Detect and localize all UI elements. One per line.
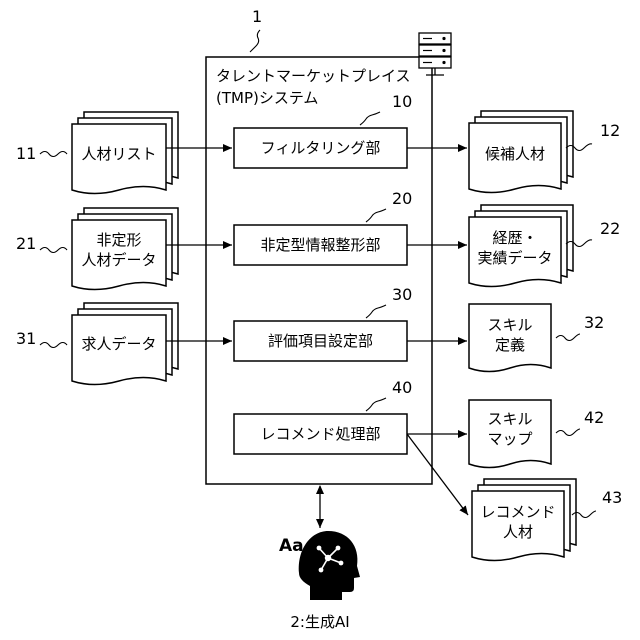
input-doc-unstructured-ref: 21 [16,234,36,253]
processor-evaluation-label: 評価項目設定部 [268,332,373,350]
output-doc-skill-definition-ref: 32 [584,313,604,332]
input-doc-unstructured: 非定形 人材データ 21 [16,208,178,290]
output-doc-skill-map: スキル マップ 42 [469,400,604,468]
output-doc-recommended: レコメンド 人材 43 [472,479,622,561]
input-doc-talent-list-leader [40,152,67,157]
output-doc-skill-definition-line1: スキル [487,316,532,334]
input-doc-talent-list-label: 人材リスト [81,145,156,163]
output-doc-skill-map-line1: スキル [487,410,532,428]
processor-filtering-ref: 10 [392,92,412,111]
processor-evaluation-ref: 30 [392,285,412,304]
processor-unstructured-ref: 20 [392,189,412,208]
input-doc-talent-list: 人材リスト 11 [16,112,178,194]
processor-unstructured-label: 非定型情報整形部 [260,236,380,254]
input-doc-job-data-label: 求人データ [81,335,156,353]
input-doc-job-data-ref: 31 [16,329,36,348]
input-doc-unstructured-line1: 非定形 [96,231,141,249]
system-title-line2: (TMP)システム [216,89,318,107]
output-doc-skill-map-line2: マップ [487,430,532,448]
output-doc-recommended-line1: レコメンド [480,503,555,521]
output-doc-skill-definition-leader [556,334,580,341]
output-doc-skill-map-leader [556,429,580,436]
ai-glyph: Aa [279,536,304,556]
output-doc-career-ref: 22 [600,219,620,238]
output-doc-skill-definition: スキル 定義 32 [469,304,604,372]
brain-head-icon: Aa [279,531,360,600]
input-doc-job-data: 求人データ 31 [16,303,178,385]
ai-label: 2:生成AI [290,613,349,631]
input-doc-job-data-leader [40,343,67,348]
output-doc-recommended-line2: 人材 [503,523,533,541]
processor-filtering-label: フィルタリング部 [261,139,381,157]
system-ref-leader [250,30,260,52]
input-doc-unstructured-leader [40,248,67,253]
output-doc-candidates-ref: 12 [600,121,620,140]
output-doc-candidates: 候補人材 12 [469,111,620,193]
output-doc-career-line1: 経歴・ [492,229,537,247]
output-doc-career: 経歴・ 実績データ 22 [469,205,620,287]
processor-recommend-label: レコメンド処理部 [260,425,380,443]
input-doc-unstructured-line2: 人材データ [81,251,156,269]
system-title-line1: タレントマーケットプレイス [216,67,411,85]
processor-recommend-ref: 40 [392,378,412,397]
output-doc-career-line2: 実績データ [477,249,552,267]
output-doc-recommended-ref: 43 [602,488,622,507]
input-doc-talent-list-ref: 11 [16,144,36,163]
output-doc-skill-definition-line2: 定義 [495,336,525,354]
output-doc-skill-map-ref: 42 [584,408,604,427]
output-doc-candidates-label: 候補人材 [485,145,545,163]
system-ref: 1 [252,7,262,26]
